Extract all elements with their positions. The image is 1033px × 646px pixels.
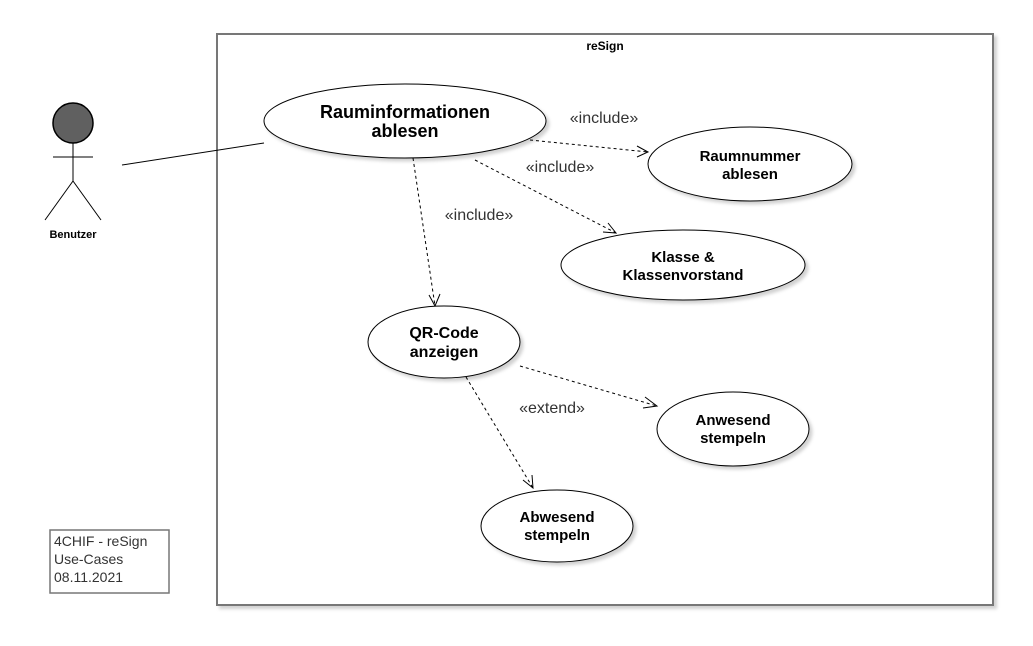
include-label-klasse: «include» [526,159,595,176]
note-line3: 08.11.2021 [54,569,123,585]
arrowhead-abwesend [522,474,534,490]
use-case-rauminformationen-line1: Rauminformationen [320,102,490,122]
arrowhead-raumnummer [636,145,650,158]
actor-label: Benutzer [49,229,97,241]
actor-head [52,102,94,144]
use-case-klasse[interactable]: Klasse & Klassenvorstand [560,229,806,301]
use-case-raumnummer-line1: Raumnummer [700,148,801,165]
extend-label: «extend» [519,400,585,417]
note-box: 4CHIF - reSign Use-Cases 08.11.2021 [49,529,170,594]
use-case-rauminformationen-line2: ablesen [371,121,438,141]
use-case-klasse-line2: Klassenvorstand [623,267,744,284]
use-case-anwesend-line1: Anwesend [695,412,770,429]
use-case-rauminformationen[interactable]: Rauminformationen ablesen [263,83,547,159]
use-case-abwesend-line1: Abwesend [519,509,594,526]
arrowhead-klasse [602,222,618,234]
use-case-qr-code-line2: anzeigen [410,344,478,361]
extend-arrow [465,376,534,489]
note-line1: 4CHIF - reSign [54,533,147,549]
association-line [121,142,265,166]
use-case-abwesend[interactable]: Abwesend stempeln [480,489,634,563]
use-case-qr-code[interactable]: QR-Code anzeigen [367,305,521,379]
note-line2: Use-Cases [54,551,123,567]
actor-left-leg [44,180,74,221]
use-case-anwesend[interactable]: Anwesend stempeln [656,391,810,467]
use-case-anwesend-line2: stempeln [700,430,766,447]
actor-right-leg [72,180,102,221]
use-case-raumnummer[interactable]: Raumnummer ablesen [647,126,853,202]
arrowhead-anwesend [642,396,659,409]
system-title: reSign [586,39,623,53]
include-arrow-qr [412,157,436,307]
use-case-raumnummer-line2: ablesen [722,166,778,183]
use-case-abwesend-line2: stempeln [524,527,590,544]
include-label-qr: «include» [445,207,514,224]
include-arrow-klasse [474,159,617,234]
include-arrow-raumnummer [529,139,649,153]
use-case-klasse-line1: Klasse & [651,249,715,266]
use-case-qr-code-line1: QR-Code [409,325,478,342]
include-label-raumnummer: «include» [570,110,639,127]
actor-benutzer[interactable]: Benutzer [44,102,102,241]
